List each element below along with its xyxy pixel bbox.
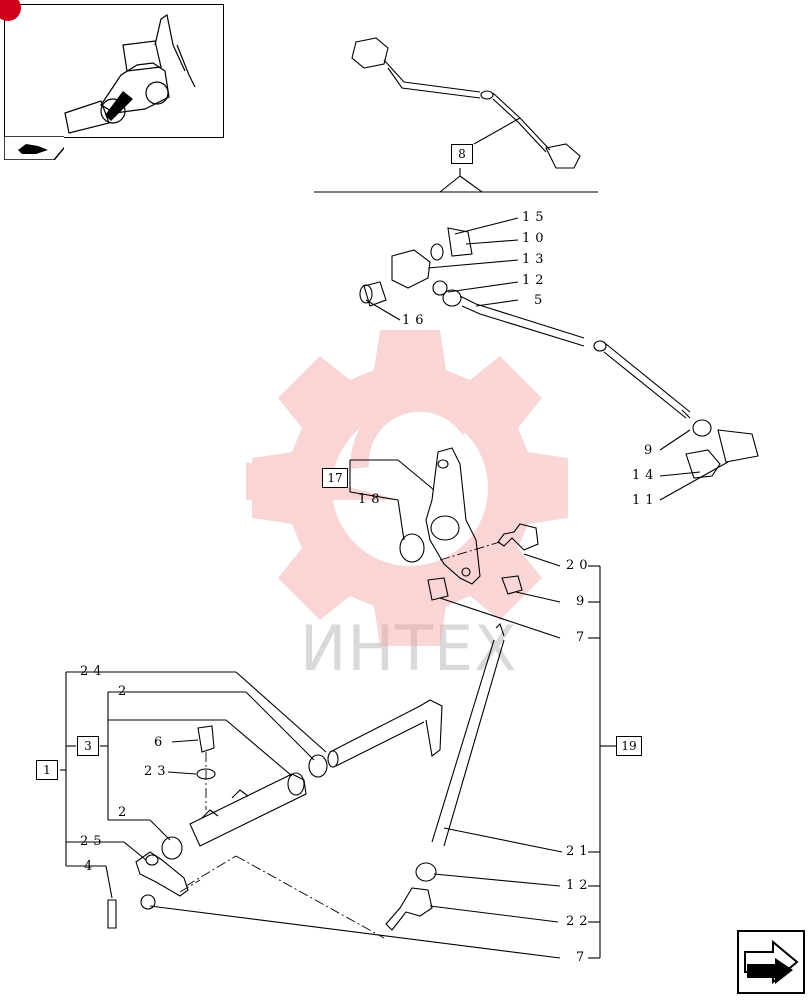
callout-4: 4 [84,859,98,874]
callout-12-top: 12 [522,273,549,288]
box-label-1: 1 [36,760,58,780]
backhoe-loader-thumbnail [64,14,196,134]
callout-7-mid: 7 [576,630,590,645]
status-dot [0,0,21,21]
thumbnail-frame [0,0,224,138]
callout-24: 24 [80,664,107,679]
callout-10: 10 [522,231,549,246]
callout-16: 16 [402,313,429,328]
callout-2-upper: 2 [118,684,132,699]
next-page-button[interactable] [737,930,805,994]
callout-5: 5 [534,293,548,308]
callout-7-bottom: 7 [576,950,590,965]
box-label-19: 19 [616,736,642,756]
callout-9-top: 9 [644,443,658,458]
next-page-arrow-icon [737,930,805,994]
callout-13: 13 [522,252,549,267]
callout-9-mid: 9 [576,594,590,609]
callout-18: 18 [358,492,385,507]
callout-20: 20 [566,558,593,573]
callout-6: 6 [154,735,168,750]
box-label-3: 3 [77,736,99,756]
callout-22: 22 [566,914,593,929]
box-label-8: 8 [451,144,473,164]
callout-14: 14 [632,468,659,483]
callout-21: 21 [566,844,593,859]
thumbnail-tab[interactable] [3,135,76,161]
callout-11: 11 [632,493,659,508]
watermark-gear [246,330,568,646]
callout-15: 15 [522,210,549,225]
box-label-17: 17 [322,468,348,488]
callout-2-lower: 2 [118,805,132,820]
callout-23: 23 [144,764,171,779]
watermark-text: ИНТЕХ [300,612,518,685]
callout-25: 25 [80,834,107,849]
callout-12-bottom: 12 [566,878,593,893]
